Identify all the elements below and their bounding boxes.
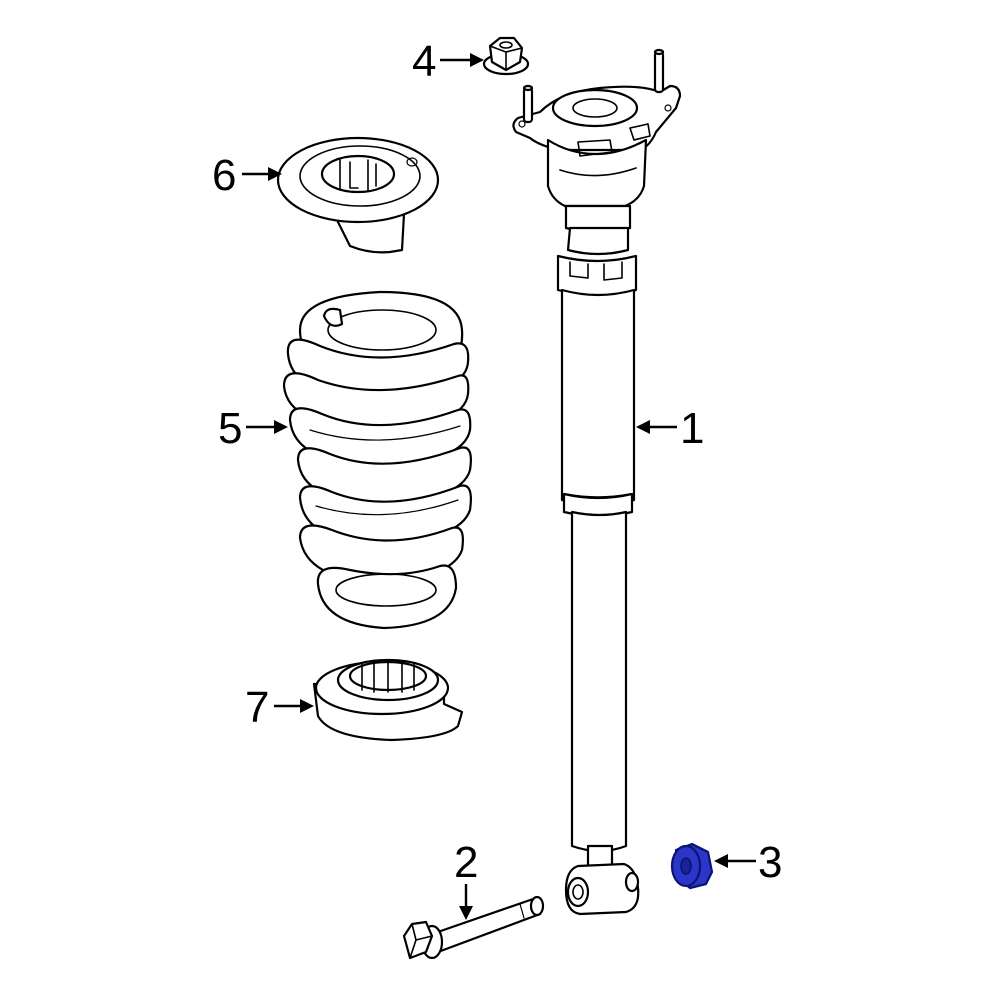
callout-3: 3 (714, 838, 782, 887)
coil-spring[interactable] (282, 290, 472, 630)
callout-label-2: 2 (454, 838, 478, 887)
callout-5: 5 (218, 404, 288, 453)
callout-label-7: 7 (245, 683, 269, 732)
upper-mount-nut[interactable] (482, 36, 530, 76)
shock-absorber[interactable] (512, 48, 682, 916)
callout-label-3: 3 (758, 838, 782, 887)
callout-7: 7 (245, 683, 314, 732)
lower-spring-seat[interactable] (312, 658, 464, 742)
callout-1: 1 (636, 404, 704, 453)
callout-label-4: 4 (412, 37, 436, 86)
callout-6: 6 (212, 151, 282, 200)
mounting-bolt[interactable] (402, 895, 545, 960)
nut[interactable] (670, 842, 714, 890)
callout-label-5: 5 (218, 404, 242, 453)
callout-label-6: 6 (212, 151, 236, 200)
callout-2: 2 (454, 838, 478, 920)
upper-spring-seat[interactable] (276, 136, 440, 254)
callout-label-1: 1 (680, 404, 704, 453)
callout-4: 4 (412, 37, 484, 86)
